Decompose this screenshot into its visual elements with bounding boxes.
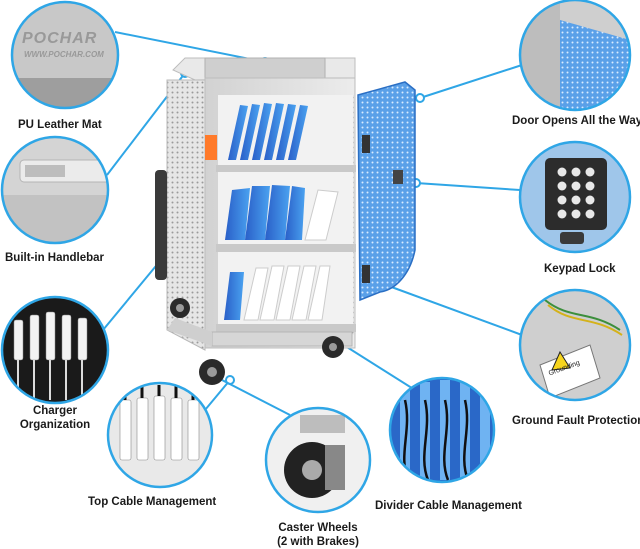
charger-organization-image xyxy=(2,297,108,403)
divider-cable-management-image xyxy=(390,378,494,482)
divider-cable-management-label: Divider Cable Management xyxy=(375,500,522,512)
caster-wheels-line1: Caster Wheels xyxy=(278,522,358,534)
charger-organization-line2: Organization xyxy=(19,419,91,431)
caster-wheels-line2: (2 with Brakes) xyxy=(277,536,359,548)
keypad-lock-image xyxy=(520,142,630,252)
mat-url-text: WWW.POCHAR.COM xyxy=(24,50,104,59)
charger-organization-label: Charger Organization xyxy=(0,404,110,432)
door-opens-image xyxy=(520,0,630,110)
built-in-handlebar-label: Built-in Handlebar xyxy=(5,252,105,264)
built-in-handlebar-image xyxy=(2,137,108,243)
keypad-lock-label: Keypad Lock xyxy=(544,263,616,275)
pu-leather-mat-label: PU Leather Mat xyxy=(18,119,102,131)
caster-wheels-image xyxy=(266,408,370,512)
charging-cart xyxy=(155,57,416,385)
top-cable-management-label: Top Cable Management xyxy=(88,496,217,508)
door-opens-label: Door Opens All the Way xyxy=(512,115,640,127)
caster-wheels-label: Caster Wheels (2 with Brakes) xyxy=(258,521,378,549)
top-cable-management-image xyxy=(108,383,212,487)
charger-organization-line1: Charger xyxy=(32,405,78,417)
ground-fault-protection-label: Ground Fault Protection xyxy=(512,415,640,427)
ground-fault-protection-image xyxy=(520,290,630,400)
mat-brand-text: POCHAR xyxy=(22,30,98,47)
